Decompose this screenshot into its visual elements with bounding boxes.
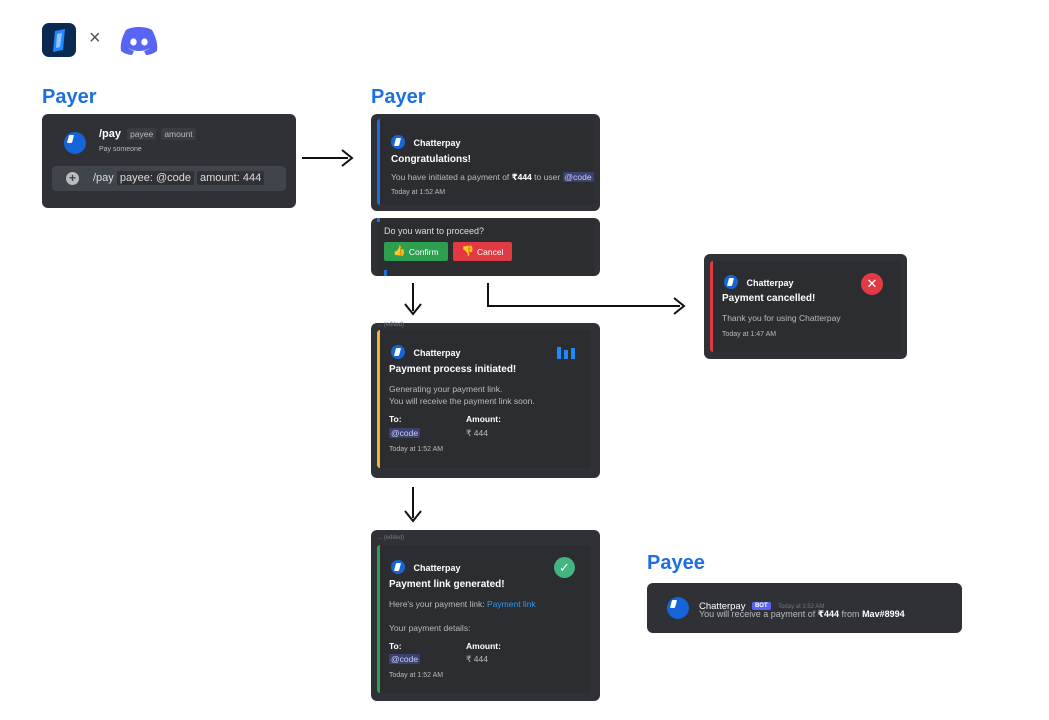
arrow-head xyxy=(341,149,354,167)
proceed-card: Do you want to proceed? 👍 Confirm 👎 Canc… xyxy=(371,218,600,276)
message-ellipsis: ... xyxy=(377,322,383,328)
success-check-icon: ✓ xyxy=(554,557,575,578)
command-description: Pay someone xyxy=(99,146,142,153)
thumbs-up-icon: 👍 xyxy=(393,246,406,257)
input-prefix: /pay xyxy=(93,172,114,184)
loading-bars-icon xyxy=(557,346,575,359)
generated-card: ... (edited) Chatterpay ✓ Payment link g… xyxy=(371,530,600,701)
thumbs-down-icon: 👎 xyxy=(461,246,474,257)
command-option-amount[interactable]: amount xyxy=(161,128,196,140)
initiated-embed: Chatterpay Payment process initiated! Ge… xyxy=(377,330,591,468)
embed-accent-bar xyxy=(377,119,380,205)
embed-title: Congratulations! xyxy=(391,154,471,165)
field-amount-value: ₹ 444 xyxy=(466,428,488,438)
arrow-head xyxy=(673,297,686,315)
user-mention[interactable]: @code xyxy=(562,172,594,182)
edited-marker: (edited) xyxy=(383,535,405,541)
chatterpay-logo-icon xyxy=(391,559,405,574)
field-amount-label: Amount: xyxy=(466,414,501,424)
times-symbol: × xyxy=(89,27,101,49)
heading-payee: Payee xyxy=(647,552,705,574)
field-to-value: @code xyxy=(389,654,421,664)
arrow-head xyxy=(404,510,422,523)
command-name: /pay xyxy=(99,128,122,140)
congrats-card: Chatterpay Congratulations! You have ini… xyxy=(371,114,600,211)
message-timestamp: Today at 1:52 AM xyxy=(778,604,825,610)
arrow-shaft xyxy=(412,283,414,311)
embed-timestamp: Today at 1:52 AM xyxy=(391,189,446,196)
embed-line-1: Generating your payment link. xyxy=(389,384,503,394)
embed-link-line: Here's your payment link: Payment link xyxy=(389,599,536,609)
bot-name[interactable]: Chatterpay xyxy=(699,601,746,612)
add-icon[interactable]: + xyxy=(66,172,79,185)
field-amount-value: ₹ 444 xyxy=(466,654,488,664)
embed-title: Payment link generated! xyxy=(389,579,505,590)
user-mention[interactable]: @code xyxy=(389,428,421,438)
field-to-label: To: xyxy=(389,641,402,651)
embed-author: Chatterpay xyxy=(724,273,793,291)
arrow-head xyxy=(404,303,422,316)
embed-author: Chatterpay xyxy=(391,558,460,576)
heading-payer-left: Payer xyxy=(42,86,97,108)
edited-marker: (edited) xyxy=(383,322,405,328)
embed-title: Payment cancelled! xyxy=(722,293,816,304)
command-input[interactable]: + /pay payee: @code amount: 444 xyxy=(52,166,286,191)
embed-timestamp: Today at 1:52 AM xyxy=(389,446,444,453)
field-to-label: To: xyxy=(389,414,402,424)
bot-badge: BOT xyxy=(751,602,771,610)
embed-line-2: You will receive the payment link soon. xyxy=(389,396,535,406)
input-amount-chip[interactable]: amount: 444 xyxy=(197,171,265,185)
embed-timestamp: Today at 1:47 AM xyxy=(722,331,777,338)
chatterpay-logo-icon xyxy=(391,134,405,149)
message-ellipsis: ... xyxy=(377,535,383,541)
slash-command-card: /pay payee amount Pay someone + /pay pay… xyxy=(42,114,296,208)
input-payee-chip[interactable]: payee: @code xyxy=(116,171,194,185)
embed-author: Chatterpay xyxy=(391,133,460,151)
chatterpay-logo-icon xyxy=(42,23,76,57)
cancelled-embed: Chatterpay ✕ Payment cancelled! Thank yo… xyxy=(710,261,901,352)
command-option-payee[interactable]: payee xyxy=(127,128,157,140)
user-mention[interactable]: @code xyxy=(389,654,421,664)
embed-details: Your payment details: xyxy=(389,623,471,633)
arrow-shaft xyxy=(487,283,489,306)
chatterpay-logo-icon xyxy=(724,274,738,289)
payment-link[interactable]: Payment link xyxy=(487,599,536,609)
embed-description: Thank you for using Chatterpay xyxy=(722,313,841,323)
chatterpay-logo-icon xyxy=(64,132,86,154)
embed-accent-bar xyxy=(377,330,380,468)
cancel-x-icon: ✕ xyxy=(861,273,883,295)
cancelled-card: Chatterpay ✕ Payment cancelled! Thank yo… xyxy=(704,254,907,359)
arrow-shaft xyxy=(487,305,680,307)
field-to-value: @code xyxy=(389,428,421,438)
payee-message-card: Chatterpay BOT Today at 1:52 AM You will… xyxy=(647,583,962,633)
embed-author: Chatterpay xyxy=(391,343,460,361)
embed-title: Payment process initiated! xyxy=(389,364,517,375)
initiated-card: ... (edited) Chatterpay Payment process … xyxy=(371,322,600,478)
embed-timestamp: Today at 1:52 AM xyxy=(389,672,444,679)
generated-embed: Chatterpay ✓ Payment link generated! Her… xyxy=(377,545,591,693)
embed-description: You have initiated a payment of ₹444 to … xyxy=(391,172,594,182)
heading-payer-right: Payer xyxy=(371,86,426,108)
embed-accent-bar xyxy=(710,261,713,352)
arrow-shaft xyxy=(412,487,414,518)
arrow-shaft xyxy=(302,157,348,159)
field-amount-label: Amount: xyxy=(466,641,501,651)
cancel-button[interactable]: 👎 Cancel xyxy=(453,242,512,261)
proceed-question: Do you want to proceed? xyxy=(384,226,485,236)
chatterpay-logo-icon xyxy=(391,344,405,359)
payee-message-text: You will receive a payment of ₹444 from … xyxy=(699,609,905,619)
confirm-button[interactable]: 👍 Confirm xyxy=(384,242,448,261)
embed-accent-bar xyxy=(377,545,380,693)
discord-logo-icon xyxy=(118,22,160,58)
congrats-embed: Chatterpay Congratulations! You have ini… xyxy=(377,119,594,205)
chatterpay-logo-icon xyxy=(667,597,689,619)
